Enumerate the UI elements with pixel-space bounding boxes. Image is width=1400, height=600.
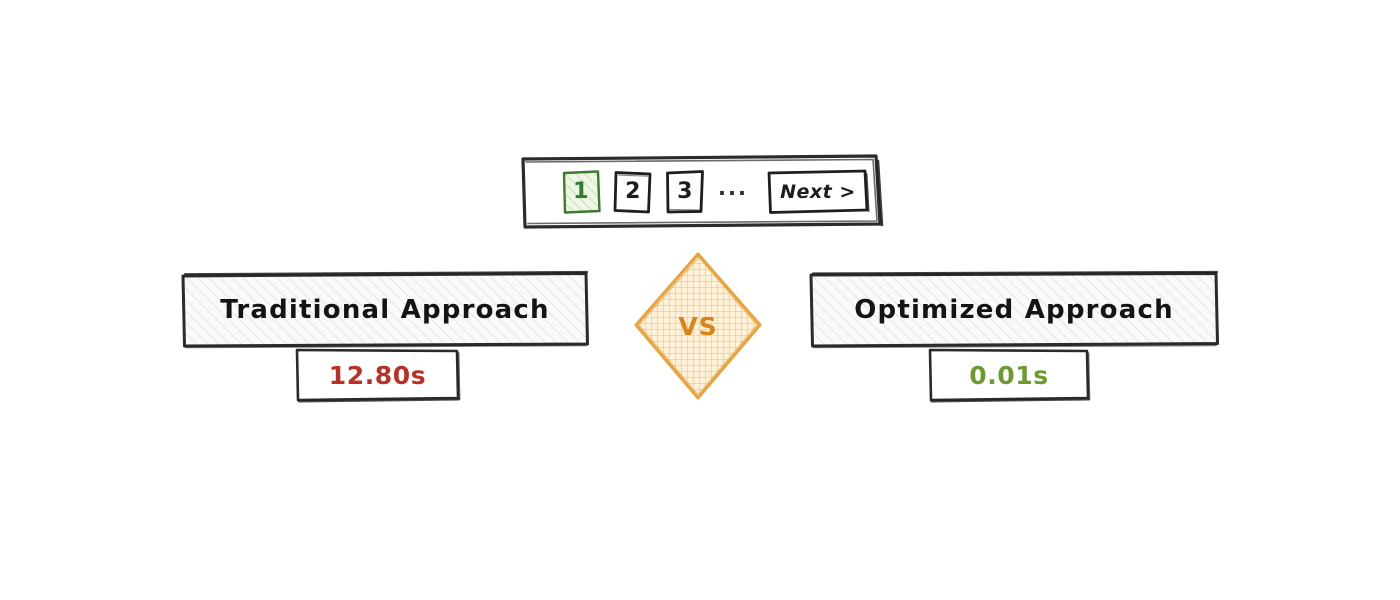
page-2-box-shape bbox=[613, 171, 652, 214]
traditional-panel-shape bbox=[181, 270, 589, 349]
pagination-next-label: Next > bbox=[780, 181, 856, 203]
page-3-box-shape bbox=[666, 170, 704, 214]
pagination-page-2[interactable]: 2 bbox=[612, 169, 654, 215]
traditional-approach-time-badge: 12.80s bbox=[295, 348, 461, 403]
pagination-page-3[interactable]: 3 bbox=[664, 169, 706, 215]
pagination-control[interactable]: 1 2 3 ... bbox=[520, 153, 884, 231]
page-1-label: 1 bbox=[573, 179, 589, 204]
optimized-panel-shape bbox=[809, 270, 1219, 349]
optimized-badge-shape bbox=[928, 348, 1091, 403]
traditional-badge-shape bbox=[295, 348, 461, 403]
pagination-page-1[interactable]: 1 bbox=[560, 169, 602, 215]
traditional-approach-panel[interactable]: Traditional Approach bbox=[180, 270, 590, 349]
vs-diamond-shape bbox=[634, 252, 762, 400]
vs-separator: VS bbox=[633, 251, 763, 401]
page-2-label: 2 bbox=[625, 179, 641, 204]
optimized-approach-panel[interactable]: Optimized Approach bbox=[808, 270, 1220, 349]
page-3-label: 3 bbox=[677, 179, 693, 204]
pagination-next-button[interactable]: Next > bbox=[766, 169, 870, 215]
next-button-shape bbox=[767, 169, 870, 214]
optimized-approach-time-badge: 0.01s bbox=[928, 348, 1091, 403]
pagination-ellipsis: ... bbox=[718, 176, 748, 200]
page-1-box-shape bbox=[562, 170, 601, 214]
